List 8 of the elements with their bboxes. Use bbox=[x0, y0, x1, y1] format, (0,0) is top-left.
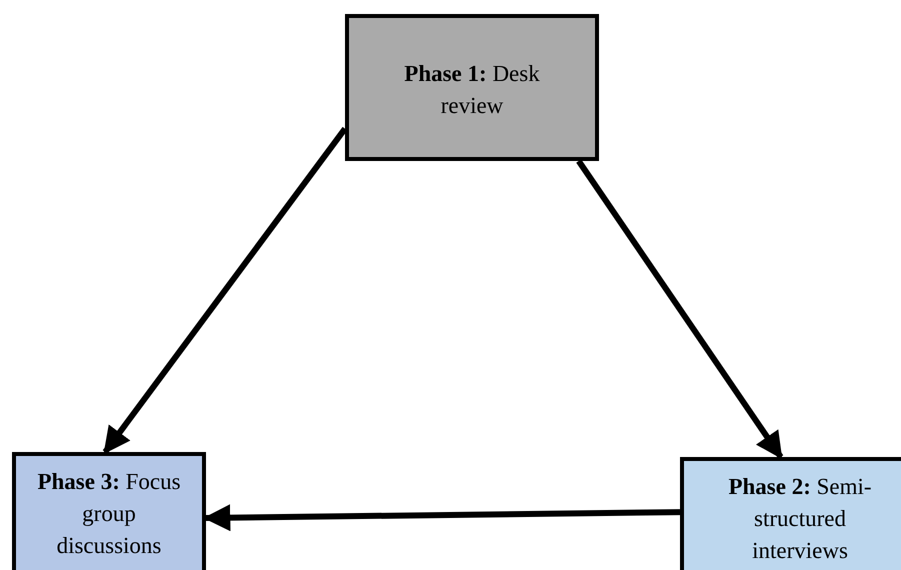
phase-box bbox=[345, 14, 599, 161]
arrow bbox=[102, 126, 348, 454]
phase-label: Phase 2: Semi-structured interviews bbox=[727, 473, 873, 566]
arrow bbox=[576, 159, 784, 460]
phase-box bbox=[680, 457, 901, 570]
phase-label: Phase 1: Desk review bbox=[403, 60, 541, 120]
phase-label: Phase 3: Focus group discussions bbox=[36, 468, 182, 560]
phase-box bbox=[12, 452, 206, 570]
